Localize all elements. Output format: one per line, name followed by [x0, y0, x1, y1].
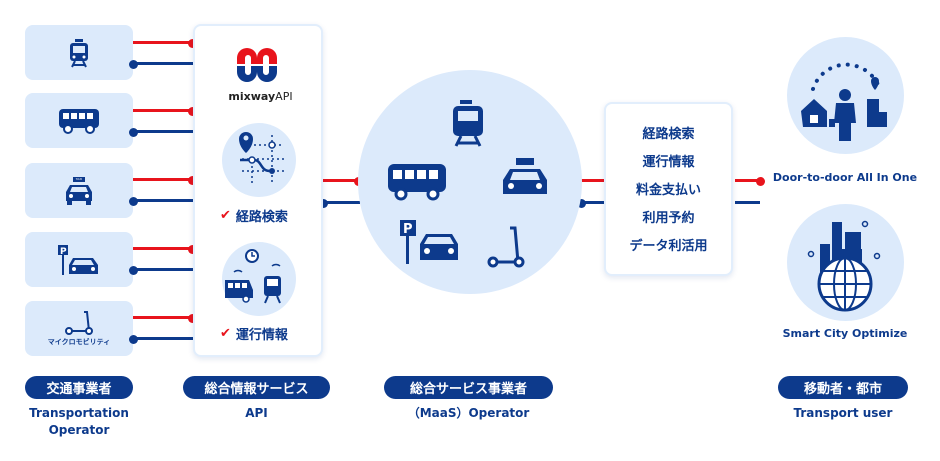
- connector-line-blue: [133, 130, 193, 133]
- parking-car-icon: P: [58, 244, 98, 275]
- connector-dot: [187, 176, 197, 185]
- service-reservation: 利用予約: [642, 211, 695, 226]
- service-operation-info: 運行情報: [642, 155, 695, 170]
- check-icon: ✔: [220, 326, 231, 341]
- provider-micromobility: マイクロモビリティ: [25, 301, 133, 356]
- connector-dot: [128, 60, 138, 69]
- smart-city-caption: Smart City Optimize: [782, 327, 908, 340]
- mixway-logo: [235, 46, 279, 88]
- check-icon: ✔: [220, 208, 231, 223]
- connector-dot: [128, 266, 138, 275]
- smart-city-icon: [807, 220, 881, 312]
- door-to-door-circle: [787, 37, 904, 154]
- sub-transport-user: Transport user: [793, 406, 893, 420]
- connector-dot: [128, 128, 138, 137]
- logo-text: mixway: [228, 90, 276, 103]
- door-to-door-icon: [801, 62, 887, 141]
- connector-dot: [187, 314, 197, 323]
- connector-dot: [187, 107, 197, 116]
- service-data-utilization: データ利活用: [629, 239, 708, 254]
- route-search-circle: [222, 123, 296, 197]
- connector-line-red: [133, 316, 192, 319]
- svg-text:P: P: [403, 222, 413, 237]
- connector-dot: [187, 245, 197, 254]
- mobility-services-icon: P: [388, 100, 547, 268]
- service-payment: 料金支払い: [635, 183, 701, 198]
- kick-scooter-icon: [65, 311, 93, 335]
- route-map-icon: [239, 132, 284, 185]
- feature-route-search: 経路検索: [235, 210, 288, 225]
- connector-line-red: [133, 41, 192, 44]
- connector-dot: [755, 177, 765, 186]
- connector-dot: [187, 39, 197, 48]
- provider-bus: [25, 93, 133, 148]
- micromobility-label: マイクロモビリティ: [47, 338, 111, 346]
- connector-line-blue: [133, 268, 193, 271]
- connector-line-red: [322, 179, 358, 182]
- sub-info-service: API: [245, 406, 268, 420]
- label-maas-operator: 総合サービス事業者: [384, 376, 553, 399]
- bus-icon: [59, 108, 99, 134]
- connector-dot: [128, 335, 138, 344]
- realtime-operation-icon: [225, 249, 281, 304]
- sub-maas-operator: （MaaS）Operator: [407, 406, 530, 420]
- connector-dot: [318, 199, 328, 208]
- provider-train: [25, 25, 133, 80]
- sub-transport-operator: Transportation Operator: [29, 406, 129, 437]
- connector-dot: [128, 197, 138, 206]
- operation-info-circle: [222, 242, 296, 316]
- feature-operation-info: 運行情報: [235, 328, 288, 343]
- services-panel: 経路検索 運行情報 料金支払い 利用予約 データ利活用: [604, 102, 733, 276]
- connector-dot: [576, 199, 586, 208]
- connector-line-red: [735, 179, 760, 182]
- connector-line-red: [133, 109, 192, 112]
- train-icon: [70, 38, 88, 67]
- provider-taxi: TAXI: [25, 163, 133, 218]
- connector-line-blue: [322, 201, 360, 204]
- connector-line-blue: [133, 337, 193, 340]
- connector-line-red: [133, 178, 192, 181]
- label-transport-operator: 交通事業者: [25, 376, 133, 399]
- connector-line-blue: [133, 62, 193, 65]
- taxi-icon: [66, 176, 92, 205]
- provider-parking: P: [25, 232, 133, 287]
- door-to-door-caption: Door-to-door All In One: [772, 171, 918, 184]
- svg-text:P: P: [60, 247, 67, 257]
- label-info-service: 総合情報サービス: [183, 376, 330, 399]
- logo-suffix: API: [275, 90, 293, 103]
- connector-line-blue: [735, 201, 760, 204]
- smart-city-circle: [787, 204, 904, 321]
- connector-line-blue: [580, 201, 605, 204]
- api-panel: mixwayAPI ✔ 経路検索 ✔ 運行情報: [193, 24, 323, 357]
- connector-line-red: [580, 179, 605, 182]
- maas-circle: P: [358, 70, 582, 294]
- connector-line-red: [133, 247, 192, 250]
- service-route-search: 経路検索: [642, 127, 695, 142]
- label-transport-user: 移動者・都市: [778, 376, 908, 399]
- connector-line-blue: [133, 199, 193, 202]
- taxi-sign: TAXI: [75, 177, 83, 181]
